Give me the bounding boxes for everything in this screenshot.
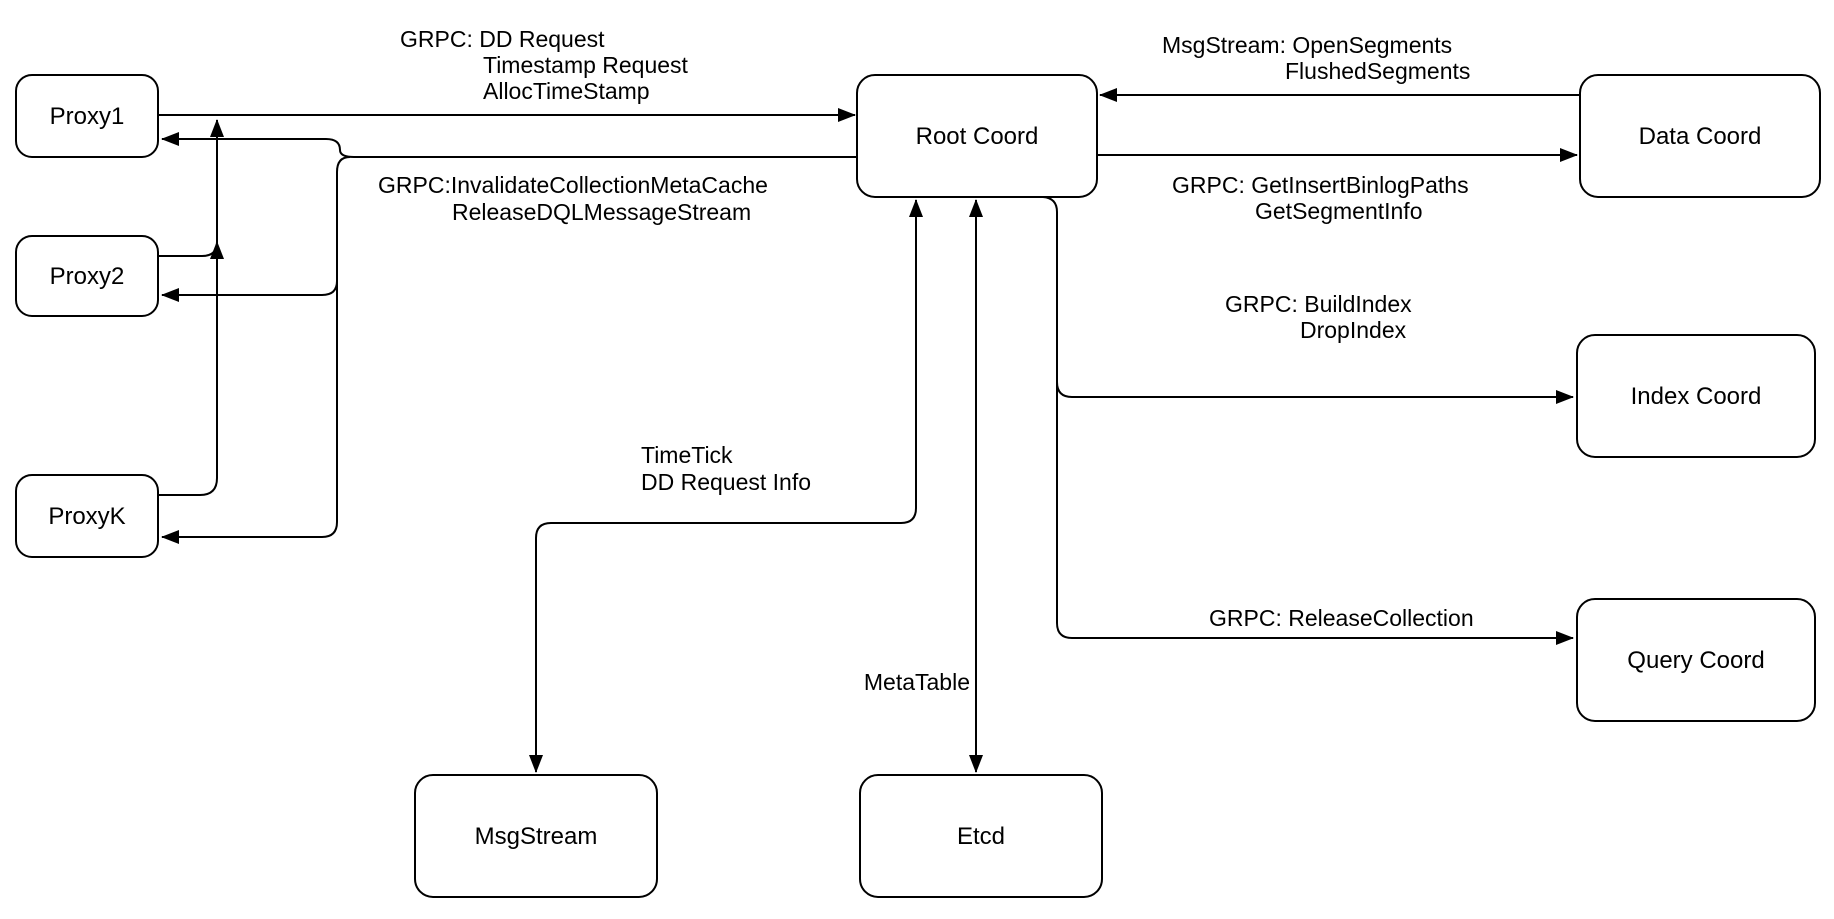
node-query-coord: Query Coord bbox=[1576, 598, 1816, 722]
edge-label-line: DD Request Info bbox=[641, 469, 811, 495]
node-data-coord-box bbox=[1579, 74, 1821, 198]
node-proxyk: ProxyK bbox=[15, 474, 159, 558]
edge-label-root-coord-to-proxies: GRPC:InvalidateCollectionMetaCache Relea… bbox=[378, 172, 768, 225]
node-proxy1-label: Proxy1 bbox=[50, 103, 125, 130]
node-proxy2-box bbox=[15, 235, 159, 317]
node-msgstream-box bbox=[414, 774, 658, 898]
edge-label-line: MsgStream: OpenSegments bbox=[1162, 32, 1452, 58]
edge-label-line: AllocTimeStamp bbox=[483, 78, 650, 104]
node-proxy2: Proxy2 bbox=[15, 235, 159, 317]
node-query-coord-label: Query Coord bbox=[1627, 647, 1764, 674]
edge-label-line: GetSegmentInfo bbox=[1255, 198, 1423, 224]
edge-label-line: MetaTable bbox=[864, 669, 970, 695]
node-index-coord: Index Coord bbox=[1576, 334, 1816, 458]
edge-label-root-coord-etcd: MetaTable bbox=[864, 669, 970, 695]
edge-label-line: FlushedSegments bbox=[1285, 58, 1470, 84]
edge-label-proxies-to-root-coord: GRPC: DD Request Timestamp Request Alloc… bbox=[400, 26, 689, 104]
node-data-coord: Data Coord bbox=[1579, 74, 1821, 198]
edge-root-coord-to-proxy2 bbox=[161, 280, 338, 302]
edge-label-line: GRPC: DD Request bbox=[400, 26, 605, 52]
node-root-coord-label: Root Coord bbox=[916, 123, 1039, 150]
edge-label-root-coord-msgstream: TimeTick DD Request Info bbox=[641, 442, 811, 495]
node-proxyk-box bbox=[15, 474, 159, 558]
edge-label-data-coord-to-root-coord: MsgStream: OpenSegments FlushedSegments bbox=[1162, 32, 1470, 84]
edge-root-coord-msgstream bbox=[529, 199, 923, 773]
edge-label-line: DropIndex bbox=[1300, 317, 1407, 343]
edge-label-line: GRPC:InvalidateCollectionMetaCache bbox=[378, 172, 768, 198]
edge-label-line: ReleaseDQLMessageStream bbox=[452, 199, 751, 225]
node-index-coord-label: Index Coord bbox=[1631, 383, 1762, 410]
edge-label-root-coord-to-index-coord: GRPC: BuildIndex DropIndex bbox=[1225, 291, 1412, 343]
node-data-coord-label: Data Coord bbox=[1639, 123, 1762, 150]
node-proxy1: Proxy1 bbox=[15, 74, 159, 158]
node-etcd: Etcd bbox=[859, 774, 1103, 898]
edge-label-line: Timestamp Request bbox=[483, 52, 689, 78]
node-proxy1-box bbox=[15, 74, 159, 158]
node-etcd-label: Etcd bbox=[957, 823, 1005, 850]
node-root-coord-box bbox=[856, 74, 1098, 198]
node-index-coord-box bbox=[1576, 334, 1816, 458]
edge-root-coord-to-proxy1 bbox=[161, 132, 857, 158]
node-query-coord-box bbox=[1576, 598, 1816, 722]
node-etcd-box bbox=[859, 774, 1103, 898]
edge-root-coord-to-query-coord bbox=[1042, 196, 1574, 645]
edge-root-coord-to-index-coord bbox=[1056, 381, 1574, 404]
node-root-coord: Root Coord bbox=[856, 74, 1098, 198]
node-proxyk-label: ProxyK bbox=[48, 503, 125, 530]
edge-label-root-coord-to-data-coord: GRPC: GetInsertBinlogPaths GetSegmentInf… bbox=[1172, 172, 1469, 224]
edge-label-line: GRPC: GetInsertBinlogPaths bbox=[1172, 172, 1469, 198]
edge-proxyk-out-merge bbox=[158, 477, 218, 496]
node-msgstream-label: MsgStream bbox=[475, 823, 598, 850]
edge-label-line: GRPC: ReleaseCollection bbox=[1209, 605, 1474, 631]
edge-label-line: GRPC: BuildIndex bbox=[1225, 291, 1412, 317]
edge-label-line: TimeTick bbox=[641, 442, 733, 468]
node-proxy2-label: Proxy2 bbox=[50, 263, 125, 290]
edge-root-coord-to-proxyk bbox=[161, 156, 351, 544]
edge-label-root-coord-to-query-coord: GRPC: ReleaseCollection bbox=[1209, 605, 1474, 631]
edge-proxy2-out-merge bbox=[158, 241, 224, 260]
node-msgstream: MsgStream bbox=[414, 774, 658, 898]
